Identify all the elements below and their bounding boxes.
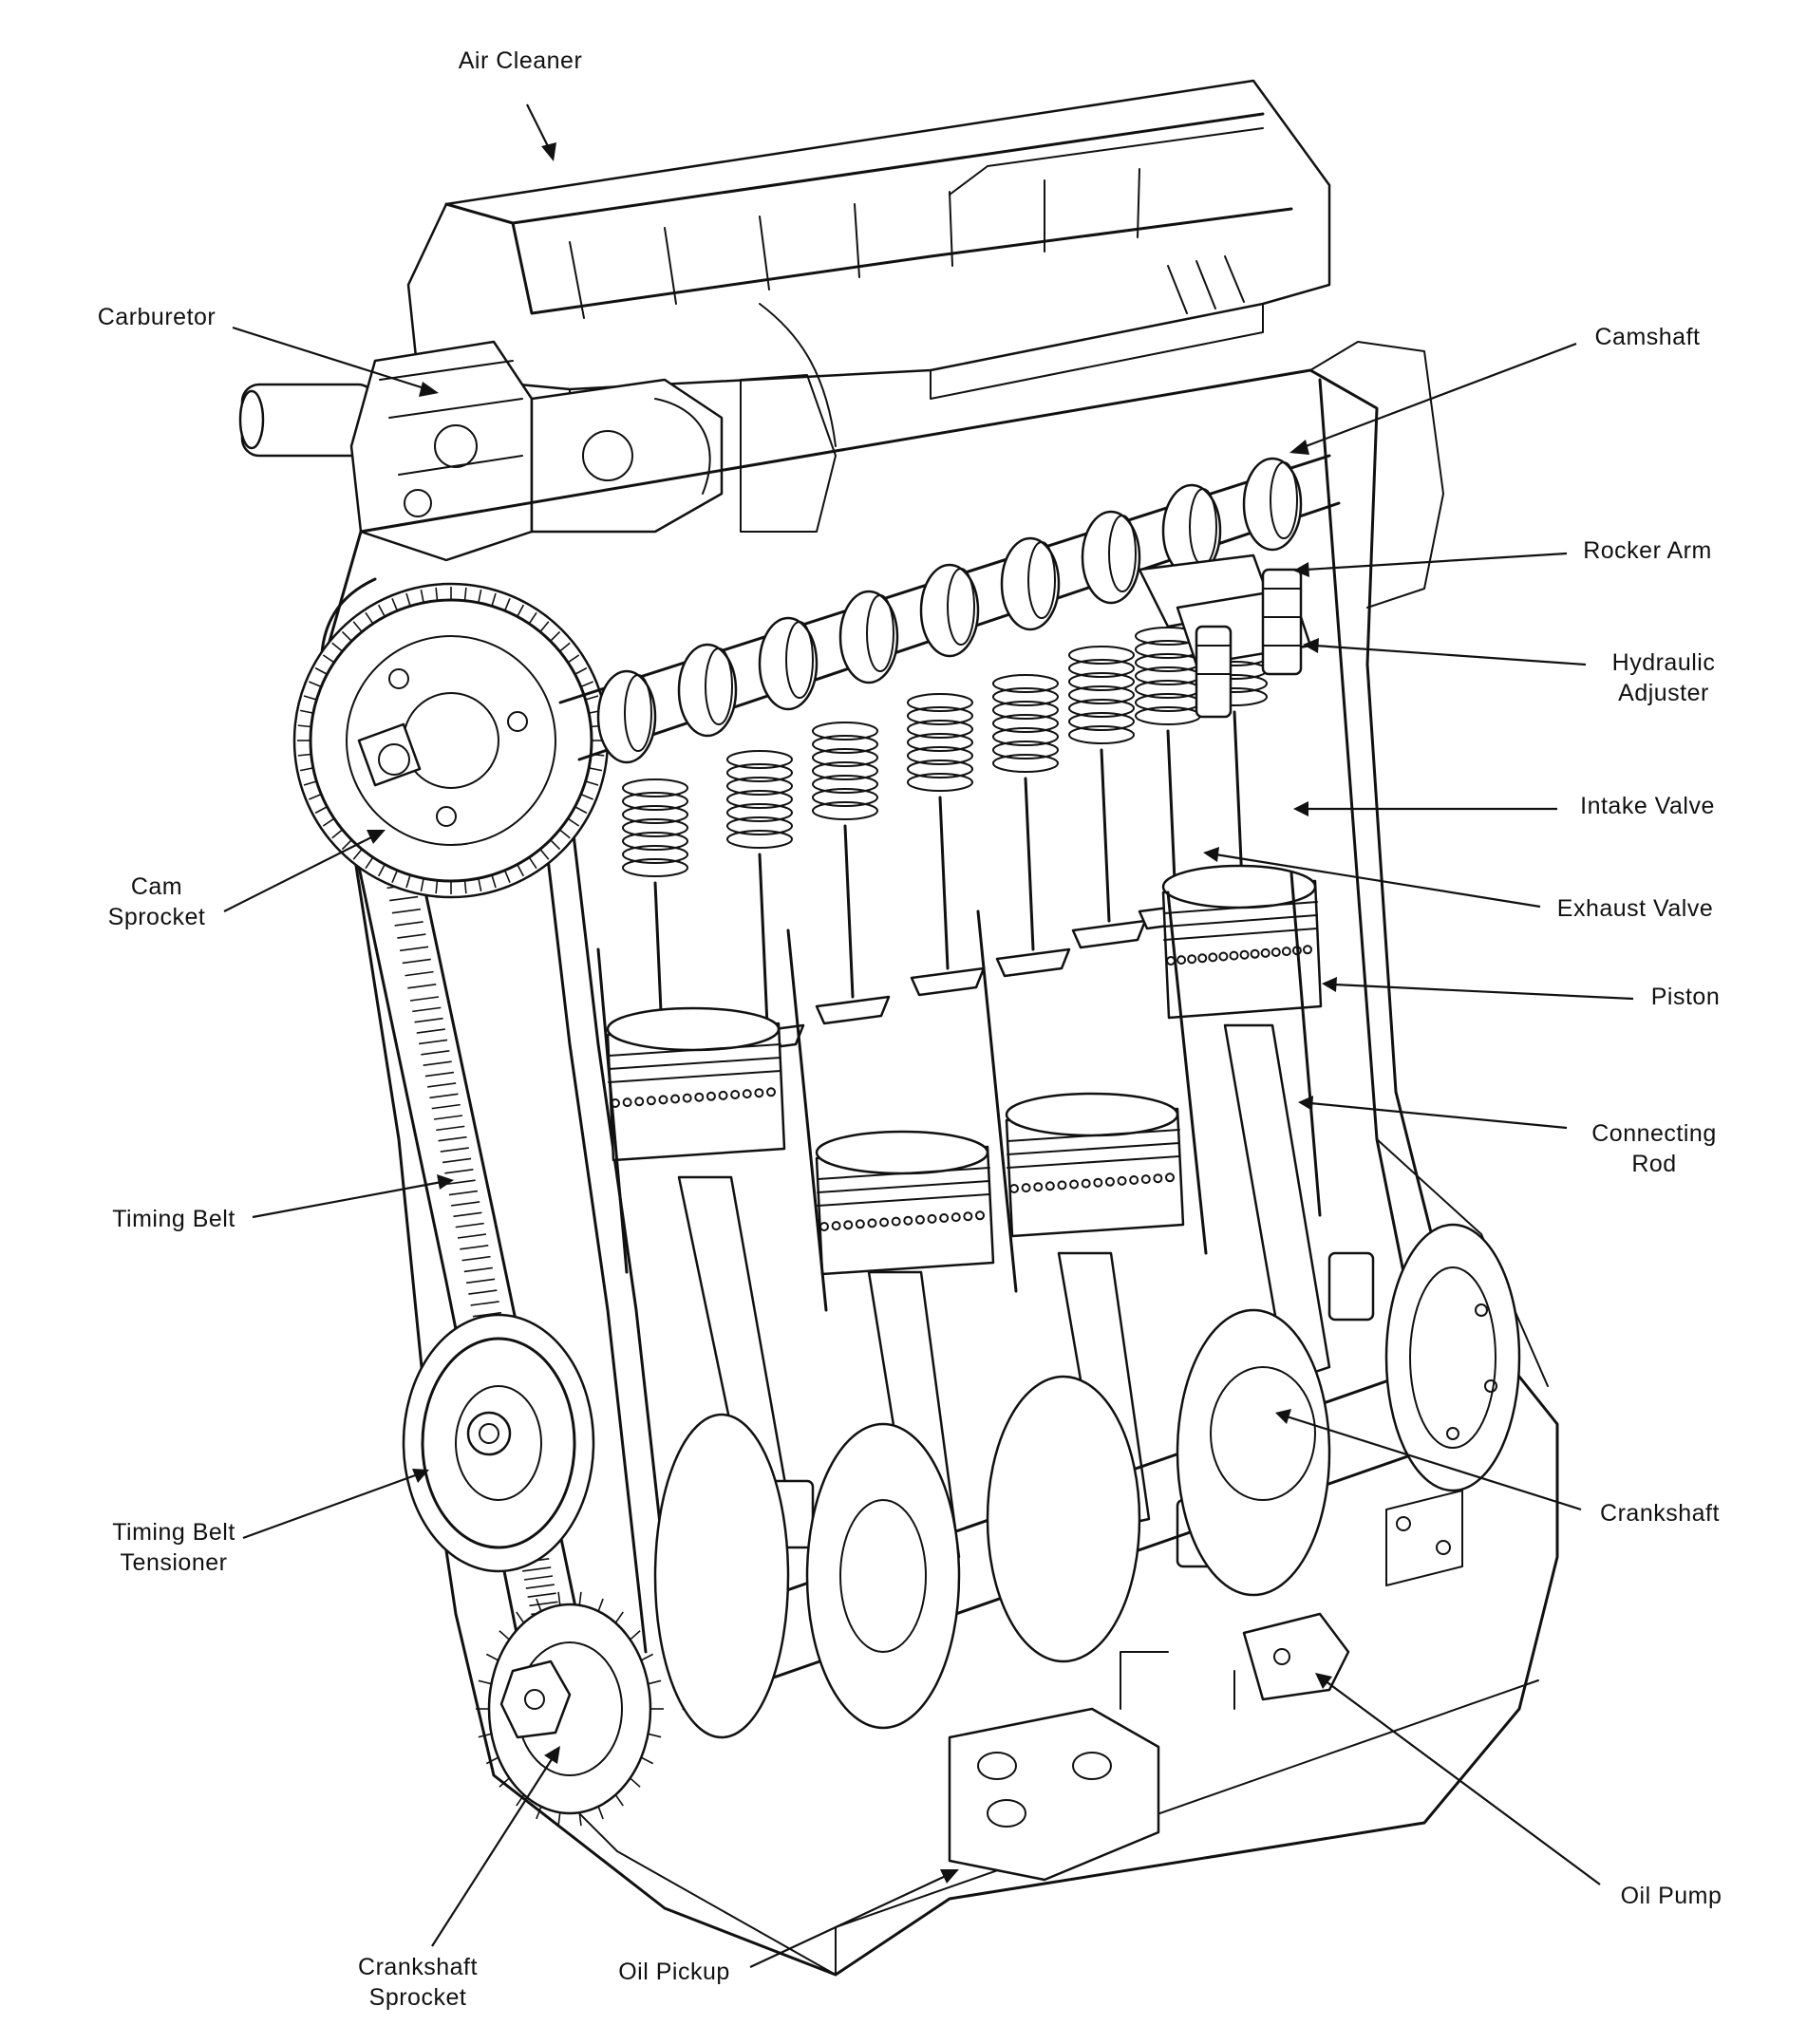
- label-crankshaft-sprocket-line2: Sprocket: [369, 1984, 467, 2011]
- label-exhaust-valve: Exhaust Valve: [1557, 895, 1713, 922]
- callout-oil-pump: Oil Pump: [1315, 1673, 1722, 1909]
- label-oil-pickup: Oil Pickup: [618, 1959, 730, 1985]
- crankshaft-sprocket: [476, 1591, 664, 1827]
- label-air-cleaner: Air Cleaner: [459, 47, 583, 74]
- callout-air-cleaner: Air Cleaner: [459, 47, 583, 161]
- engine-illustration: [238, 79, 1559, 1977]
- oil-pickup: [948, 1651, 1169, 1882]
- callout-hydraulic-adjuster: Hydraulic Adjuster: [1303, 638, 1715, 706]
- label-hydraulic-adjuster-line2: Adjuster: [1618, 680, 1709, 706]
- crankshaft: [653, 1223, 1521, 1739]
- callout-carburetor: Carburetor: [98, 304, 439, 397]
- callout-rocker-arm: Rocker Arm: [1293, 537, 1712, 577]
- cylinder-walls: [596, 872, 1322, 1312]
- label-rocker-arm: Rocker Arm: [1583, 537, 1712, 564]
- label-crankshaft: Crankshaft: [1600, 1500, 1720, 1527]
- label-piston: Piston: [1651, 984, 1720, 1010]
- callout-exhaust-valve: Exhaust Valve: [1203, 847, 1713, 922]
- label-crankshaft-sprocket-line1: Crankshaft: [358, 1954, 478, 1980]
- callout-crankshaft: Crankshaft: [1275, 1409, 1720, 1527]
- callout-camshaft: Camshaft: [1289, 324, 1700, 455]
- label-intake-valve: Intake Valve: [1580, 793, 1715, 819]
- callout-timing-belt: Timing Belt: [112, 1174, 454, 1232]
- callout-cam-sprocket: Cam Sprocket: [108, 830, 386, 930]
- callout-connecting-rod: Connecting Rod: [1298, 1096, 1716, 1177]
- label-timing-belt: Timing Belt: [112, 1206, 235, 1232]
- label-connecting-rod-line1: Connecting: [1591, 1120, 1716, 1147]
- label-connecting-rod-line2: Rod: [1631, 1151, 1676, 1177]
- label-cam-sprocket-line2: Sprocket: [108, 904, 206, 930]
- label-camshaft: Camshaft: [1595, 324, 1701, 350]
- label-timing-belt-tensioner-line2: Tensioner: [121, 1549, 228, 1576]
- label-carburetor: Carburetor: [98, 304, 216, 330]
- callout-timing-belt-tensioner: Timing Belt Tensioner: [112, 1469, 429, 1576]
- pistons: [606, 864, 1323, 1276]
- callout-crankshaft-sprocket: Crankshaft Sprocket: [358, 1746, 560, 2011]
- callout-piston: Piston: [1322, 977, 1720, 1010]
- label-callouts: Air Cleaner Carburetor Camshaft Rocker A…: [98, 47, 1722, 2011]
- air-cleaner-housing: [406, 79, 1331, 419]
- label-timing-belt-tensioner-line1: Timing Belt: [112, 1519, 235, 1546]
- label-cam-sprocket-line1: Cam: [131, 873, 182, 900]
- oil-pump: [1233, 1612, 1350, 1710]
- callout-intake-valve: Intake Valve: [1293, 793, 1715, 819]
- rocker-arms: [1138, 553, 1312, 719]
- label-hydraulic-adjuster-line1: Hydraulic: [1612, 649, 1716, 676]
- callout-oil-pickup: Oil Pickup: [618, 1869, 959, 1985]
- timing-belt-tensioner: [402, 1313, 595, 1573]
- cam-sprocket: [292, 582, 610, 899]
- label-oil-pump: Oil Pump: [1621, 1883, 1722, 1909]
